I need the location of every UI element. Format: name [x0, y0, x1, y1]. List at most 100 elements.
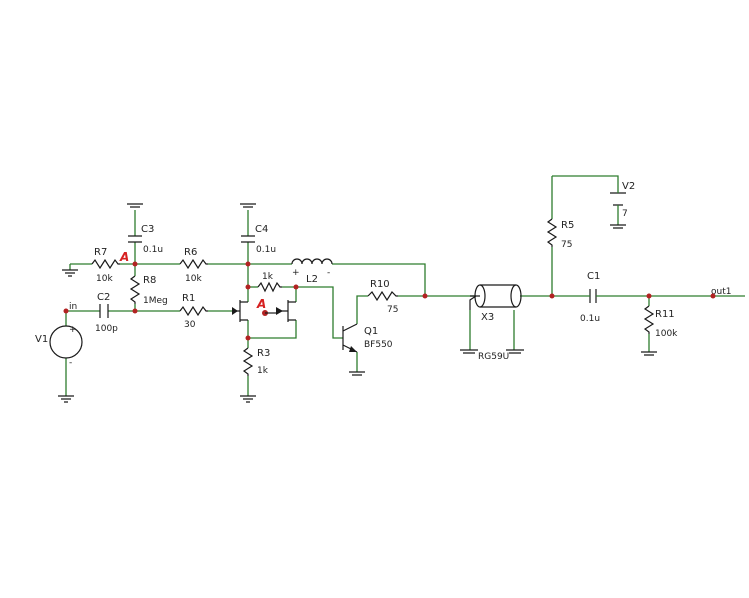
r5-ref: R5: [561, 220, 574, 231]
r8-value: 1Meg: [143, 296, 168, 306]
junction-dot: [245, 261, 251, 267]
c1-value: 0.1u: [580, 314, 600, 324]
c4-ref: C4: [255, 224, 268, 235]
net-label-out: out1: [711, 287, 731, 297]
junction-dot: [549, 293, 555, 299]
junction-dot: [63, 308, 69, 314]
r6-ref: R6: [184, 247, 197, 258]
capacitor-c1[interactable]: C1 0.1u: [580, 271, 600, 324]
junction-dot: [422, 293, 428, 299]
voltage-source-icon: [49, 325, 83, 359]
wire-v2-top: [552, 175, 619, 186]
r2-value: 1k: [262, 272, 274, 282]
capacitor-c4[interactable]: C4 0.1u: [241, 224, 276, 255]
q1-value: BF550: [364, 340, 393, 350]
r6-value: 10k: [185, 274, 202, 284]
wire-l2-out: [332, 263, 426, 296]
ground-icon: [58, 395, 74, 403]
resistor-r11[interactable]: R11 100k: [643, 305, 678, 339]
junction-dot: [646, 293, 652, 299]
v1-ref: V1: [35, 334, 48, 345]
resistor-icon: [179, 305, 208, 317]
r10-ref: R10: [370, 279, 390, 290]
capacitor-icon: [589, 289, 597, 303]
jfet-j2[interactable]: [276, 300, 296, 322]
ground-icon: [349, 371, 365, 376]
capacitor-c3[interactable]: C3 0.1u: [128, 224, 163, 255]
resistor-r2[interactable]: 1k: [257, 272, 282, 293]
probe-a2[interactable]: A: [256, 297, 276, 316]
q1-ref: Q1: [364, 326, 378, 337]
probe-label: A: [256, 297, 266, 311]
inductor-l2[interactable]: L2 + -: [291, 258, 333, 285]
x3-ref: X3: [481, 312, 494, 323]
resistor-icon: [546, 218, 558, 247]
r3-ref: R3: [257, 348, 270, 359]
junction-dot: [132, 308, 138, 314]
resistor-r8[interactable]: R8 1Meg: [129, 275, 168, 306]
c2-ref: C2: [97, 292, 110, 303]
ground-icon: [240, 203, 256, 208]
junction-dot: [132, 261, 138, 267]
source-v1[interactable]: V1 + -: [35, 325, 83, 368]
l2-minus: -: [327, 268, 330, 278]
resistor-icon: [179, 258, 208, 270]
c3-value: 0.1u: [143, 245, 163, 255]
resistor-icon: [242, 347, 254, 376]
wire-q1-collector: [356, 295, 368, 324]
ground-icon: [610, 224, 626, 229]
v1-minus: -: [69, 358, 72, 368]
v1-plus: +: [69, 325, 77, 335]
coax-x3[interactable]: X3 RG59U: [469, 284, 522, 362]
ground-icon: [506, 349, 524, 354]
net-label-in: in: [69, 302, 77, 312]
c2-value: 100p: [95, 324, 118, 334]
resistor-r7[interactable]: R7 10k: [91, 247, 120, 284]
jfet-j1[interactable]: [232, 300, 248, 322]
v2-ref: V2: [622, 181, 635, 192]
probe-a1[interactable]: A: [119, 250, 129, 264]
r1-ref: R1: [182, 293, 195, 304]
junction-dot: [245, 284, 251, 290]
x3-value: RG59U: [478, 352, 509, 362]
junction-dot: [293, 284, 299, 290]
source-v2[interactable]: V2 7: [610, 181, 635, 219]
r3-value: 1k: [257, 366, 269, 376]
capacitor-icon: [128, 235, 142, 243]
wire-to-q1-base: [296, 286, 343, 339]
ground-icon: [460, 349, 478, 354]
l2-plus: +: [292, 268, 300, 278]
resistor-r3[interactable]: R3 1k: [242, 347, 270, 376]
r8-ref: R8: [143, 275, 156, 286]
v2-value: 7: [622, 209, 628, 219]
c4-value: 0.1u: [256, 245, 276, 255]
resistor-icon: [367, 290, 398, 302]
resistor-r10[interactable]: R10 75: [367, 279, 398, 315]
ground-icon: [62, 269, 78, 277]
jfet-icon: [276, 300, 296, 322]
jfet-icon: [232, 300, 248, 322]
resistor-icon: [643, 305, 655, 334]
r1-value: 30: [184, 320, 196, 330]
resistor-r5[interactable]: R5 75: [546, 218, 574, 250]
ground-icon: [641, 351, 657, 356]
resistor-icon: [91, 258, 120, 270]
junction-dot: [710, 293, 716, 299]
transistor-q1[interactable]: Q1 BF550: [342, 323, 393, 353]
r11-ref: R11: [655, 309, 675, 320]
resistor-icon: [257, 281, 282, 293]
resistor-r6[interactable]: R6 10k: [179, 247, 208, 284]
c3-ref: C3: [141, 224, 154, 235]
arrow-icon: [276, 307, 283, 315]
wires: [65, 175, 745, 396]
coax-icon: [480, 284, 516, 308]
resistor-r1[interactable]: R1 30: [179, 293, 208, 330]
junctions: [63, 261, 716, 341]
resistor-icon: [129, 275, 141, 304]
probe-label: A: [119, 250, 129, 264]
wire-j2-source: [248, 320, 297, 339]
r7-ref: R7: [94, 247, 107, 258]
junction-dot: [245, 335, 251, 341]
capacitor-c2[interactable]: C2 100p: [95, 292, 118, 334]
